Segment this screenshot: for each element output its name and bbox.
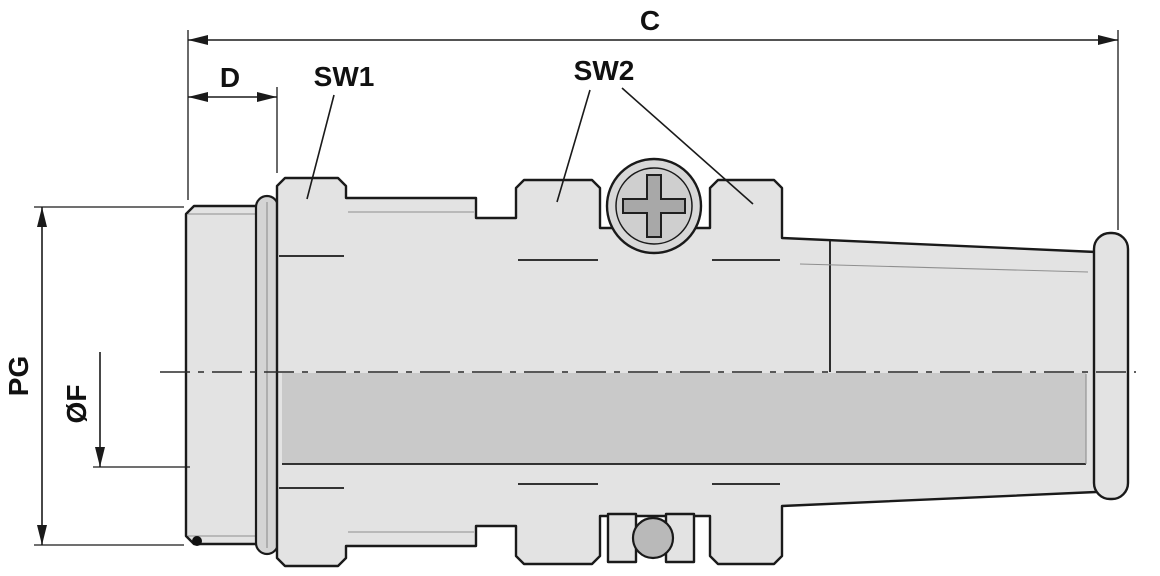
dimension-label-c: C (640, 5, 660, 36)
arrowhead-right (257, 92, 277, 102)
clamp-finger-left (606, 512, 638, 564)
dimension-f: ØF (61, 352, 190, 468)
arrowhead-right (1098, 35, 1118, 45)
dimension-label-pg: PG (3, 356, 34, 396)
bore-section (282, 373, 1086, 464)
callout-sw1: SW1 (306, 61, 375, 200)
dimension-label-d: D (220, 62, 240, 93)
spout-highlight (799, 263, 1089, 273)
leader-line-right (621, 87, 754, 205)
dimension-pg: PG (3, 206, 184, 546)
leader-line (306, 94, 335, 200)
leader-line-left (556, 89, 591, 203)
threaded-stub (184, 204, 261, 546)
o-ring-dot (192, 536, 202, 546)
phillips-screw-head (605, 157, 703, 255)
callout-label-sw1: SW1 (314, 61, 375, 92)
screw-boss-section (631, 516, 675, 560)
dimension-d: D (188, 62, 278, 173)
arrowhead-bottom (37, 525, 47, 545)
dimension-c: C (187, 5, 1119, 230)
dimension-label-f: ØF (61, 385, 92, 424)
callout-sw2: SW2 (556, 55, 754, 205)
callout-label-sw2: SW2 (574, 55, 635, 86)
gland-body-group (184, 157, 1130, 568)
arrowhead-left (188, 35, 208, 45)
spout-tip-bead (1092, 231, 1130, 501)
arrowhead-top (37, 207, 47, 227)
phillips-cross-icon (622, 174, 686, 238)
arrowhead-left (188, 92, 208, 102)
arrowhead-bottom (95, 447, 105, 467)
